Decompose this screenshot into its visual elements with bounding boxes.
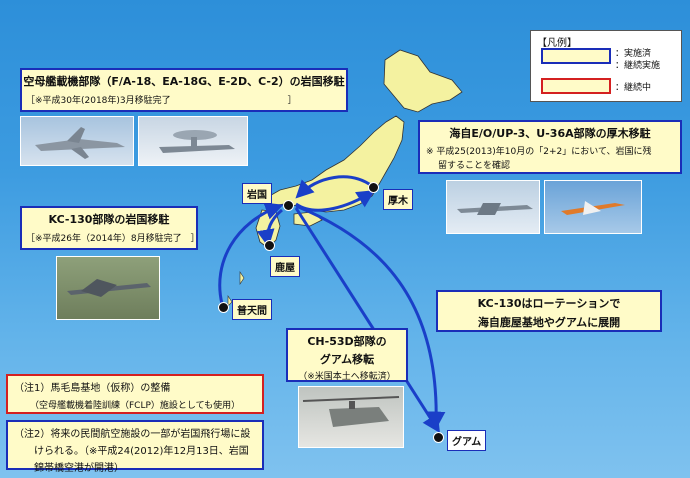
atsugi-dot — [368, 182, 379, 193]
legend-continued: ：継続実施 — [615, 61, 661, 71]
legend-implemented: ：実施済 — [615, 49, 652, 59]
hokkaido-land — [383, 49, 463, 113]
ch53d-photo — [298, 386, 404, 448]
note1-mageshima-box: （注1）馬毛島基地（仮称）の整備 （空母艦載機着陸訓練（FCLP）施設としても使… — [6, 374, 264, 414]
ch53-line1: CH-53D部隊の — [307, 335, 387, 348]
p3-photo — [446, 180, 540, 234]
kc130-note: ［※平成26年（2014年）8月移駐完了 ］ — [26, 234, 200, 244]
kc130-relocation-box: KC-130部隊の岩国移駐 ［※平成26年（2014年）8月移駐完了 ］ — [20, 206, 200, 250]
futenma-label: 普天間 — [232, 299, 272, 320]
ch53-line2: グアム移転 — [319, 353, 375, 366]
carrier-note: ［※平成30年(2018年)3月移駐完了 ］ — [26, 96, 297, 106]
iwakuni-dot — [283, 200, 294, 211]
e2d-photo — [138, 116, 248, 166]
kanoya-label: 鹿屋 — [270, 256, 300, 277]
legend-title: 【凡例】 — [537, 38, 577, 49]
note2-line1: （注2）将来の民間航空施設の一部が岩国飛行場に設 — [14, 429, 251, 440]
atsugi-title: 海自E/O/UP-3、U-36A部隊の厚木移駐 — [449, 127, 651, 140]
note2-line2: けられる。（※平成24(2012)年12月13日、岩国 — [34, 446, 249, 457]
fa18-photo — [20, 116, 134, 166]
kc130-photo — [56, 256, 160, 320]
guam-label: グアム — [447, 430, 487, 451]
note2-line3: 錦帯橋空港が開港） — [34, 463, 124, 474]
carrier-title: 空母艦載機部隊（F/A-18、EA-18G、E-2D、C-2）の岩国移駐 — [23, 75, 345, 88]
atsugi-note-line2: 留することを確認 — [438, 161, 511, 171]
atsugi-relocation-box: 海自E/O/UP-3、U-36A部隊の厚木移駐 ※ 平成25(2013)年10月… — [418, 120, 682, 174]
arrow-atsugi-to-iwakuni — [295, 175, 373, 199]
legend: 【凡例】 ：実施済 ：継続実施 ：継続中 — [530, 30, 682, 102]
note1-line2: （空母艦載機着陸訓練（FCLP）施設としても使用） — [30, 401, 241, 411]
futenma-dot — [218, 302, 229, 313]
note1-line1: （注1）馬毛島基地（仮称）の整備 — [14, 383, 171, 394]
kanoya-dot — [264, 240, 275, 251]
kc130-title: KC-130部隊の岩国移駐 — [48, 213, 170, 226]
rotation-line1: KC-130はローテーションで — [477, 297, 621, 310]
okinawa-islands — [227, 271, 245, 307]
ch53d-relocation-box: CH-53D部隊の グアム移転 （※米国本土へ移転済） — [286, 328, 408, 382]
arrow-iwakuni-to-guam-straight — [294, 207, 440, 434]
atsugi-label: 厚木 — [383, 189, 413, 210]
legend-swatch-red — [541, 78, 611, 94]
note2-civil-airport-box: （注2）将来の民間航空施設の一部が岩国飛行場に設 けられる。（※平成24(201… — [6, 420, 264, 474]
iwakuni-label: 岩国 — [242, 183, 272, 204]
legend-ongoing: ：継続中 — [615, 83, 652, 93]
arrow-iwakuni-to-guam-curve — [295, 204, 446, 430]
u36a-photo — [544, 180, 642, 234]
carrier-relocation-box: 空母艦載機部隊（F/A-18、EA-18G、E-2D、C-2）の岩国移駐 ［※平… — [20, 68, 348, 112]
legend-swatch-blue — [541, 48, 611, 64]
ch53-note: （※米国本土へ移転済） — [298, 372, 396, 382]
arrow-futenma-to-iwakuni — [218, 202, 284, 305]
rotation-line2: 海自鹿屋基地やグアムに展開 — [477, 316, 621, 329]
kc130-rotation-box: KC-130はローテーションで 海自鹿屋基地やグアムに展開 — [436, 290, 662, 332]
atsugi-note-line1: ※ 平成25(2013)年10月の「2+2」において、岩国に残 — [426, 147, 652, 157]
guam-dot — [433, 432, 444, 443]
